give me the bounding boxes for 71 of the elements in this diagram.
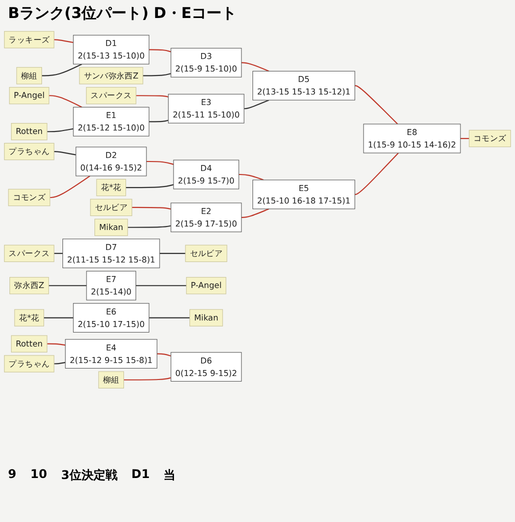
- node-box: スパークス: [4, 244, 54, 262]
- label-text: D1: [131, 467, 150, 483]
- connector: [54, 39, 74, 44]
- node-box: E4 2(15-12 9-15 15-8)1: [65, 339, 158, 369]
- connector: [136, 95, 168, 98]
- node-box: D1 2(15-13 15-10)0: [73, 34, 150, 64]
- connector: [241, 208, 270, 218]
- node-box: ラッキーズ: [4, 31, 54, 48]
- connector: [124, 377, 172, 380]
- connector: [54, 362, 66, 364]
- node-box: Rotten: [11, 123, 48, 140]
- node-box: セルビア: [90, 198, 132, 216]
- node-box: E7 2(15-14)0: [86, 270, 136, 300]
- connector: [160, 252, 186, 254]
- node-box: 弥永西Z: [9, 277, 49, 294]
- node-box: D7 2(11-15 15-12 15-8)1: [62, 238, 160, 268]
- node-box: P-Angel: [186, 277, 226, 294]
- connector: [47, 128, 74, 132]
- node-box: Rotten: [11, 335, 48, 352]
- node-box: 柳組: [16, 67, 42, 84]
- node-box: Mikan: [94, 218, 128, 236]
- connector: [354, 152, 399, 195]
- connector: [136, 285, 186, 286]
- node-box: P-Angel: [9, 87, 50, 104]
- node-box: E6 2(15-10 17-15)0: [73, 303, 150, 333]
- node-box: D3 2(15-9 15-10)0: [170, 48, 242, 78]
- node-box: プラちゃん: [4, 142, 54, 160]
- label-text: 9: [8, 467, 16, 483]
- node-box: 花*花: [96, 178, 126, 196]
- node-box: Mikan: [189, 309, 223, 326]
- node-box: スパークス: [86, 87, 136, 104]
- connector: [149, 49, 172, 52]
- connector: [132, 206, 172, 210]
- node-box: E3 2(15-11 15-10)0: [168, 94, 244, 124]
- node-box: D2 0(14-16 9-15)2: [76, 146, 147, 176]
- connector: [146, 160, 174, 165]
- node-box: E2 2(15-9 17-15)0: [170, 202, 242, 232]
- connector: [48, 95, 82, 108]
- connector: [126, 184, 174, 188]
- node-box: 柳組: [98, 371, 124, 388]
- node-box: サンバ弥永西Z: [79, 67, 144, 84]
- label-text: 10: [30, 467, 48, 483]
- connector: [42, 64, 82, 76]
- connector: [149, 120, 168, 122]
- connector: [244, 100, 270, 110]
- connector: [238, 174, 264, 180]
- node-box: セルビア: [185, 244, 228, 262]
- connector: [128, 225, 172, 228]
- node-box: E5 2(15-10 16-18 17-15)1: [252, 180, 356, 210]
- connector: [48, 285, 87, 286]
- connector: [54, 150, 76, 156]
- connector: [354, 85, 398, 124]
- node-box: コモンズ: [8, 188, 50, 206]
- node-box: 花*花: [14, 309, 44, 326]
- connector: [149, 317, 190, 318]
- title: Bランク(3位パート) D・Eコート: [7, 3, 238, 24]
- connector: [50, 176, 90, 198]
- connector: [44, 317, 74, 318]
- node-box: プラちゃん: [4, 355, 54, 372]
- connector: [157, 353, 172, 356]
- node-box: D4 2(15-9 15-7)0: [173, 160, 240, 190]
- node-box: コモンズ: [468, 130, 511, 148]
- node-box: E1 2(15-12 15-10)0: [73, 106, 150, 136]
- connector: [47, 343, 66, 346]
- label-text: 当: [164, 467, 176, 484]
- label-text: 3位決定戦: [61, 467, 118, 484]
- node-box: E8 1(15-9 10-15 14-16)2: [363, 124, 461, 154]
- node-box: D5 2(13-15 15-13 15-12)1: [252, 70, 356, 100]
- connector: [241, 62, 270, 72]
- node-box: D6 0(12-15 9-15)2: [170, 352, 242, 382]
- connector: [142, 73, 172, 76]
